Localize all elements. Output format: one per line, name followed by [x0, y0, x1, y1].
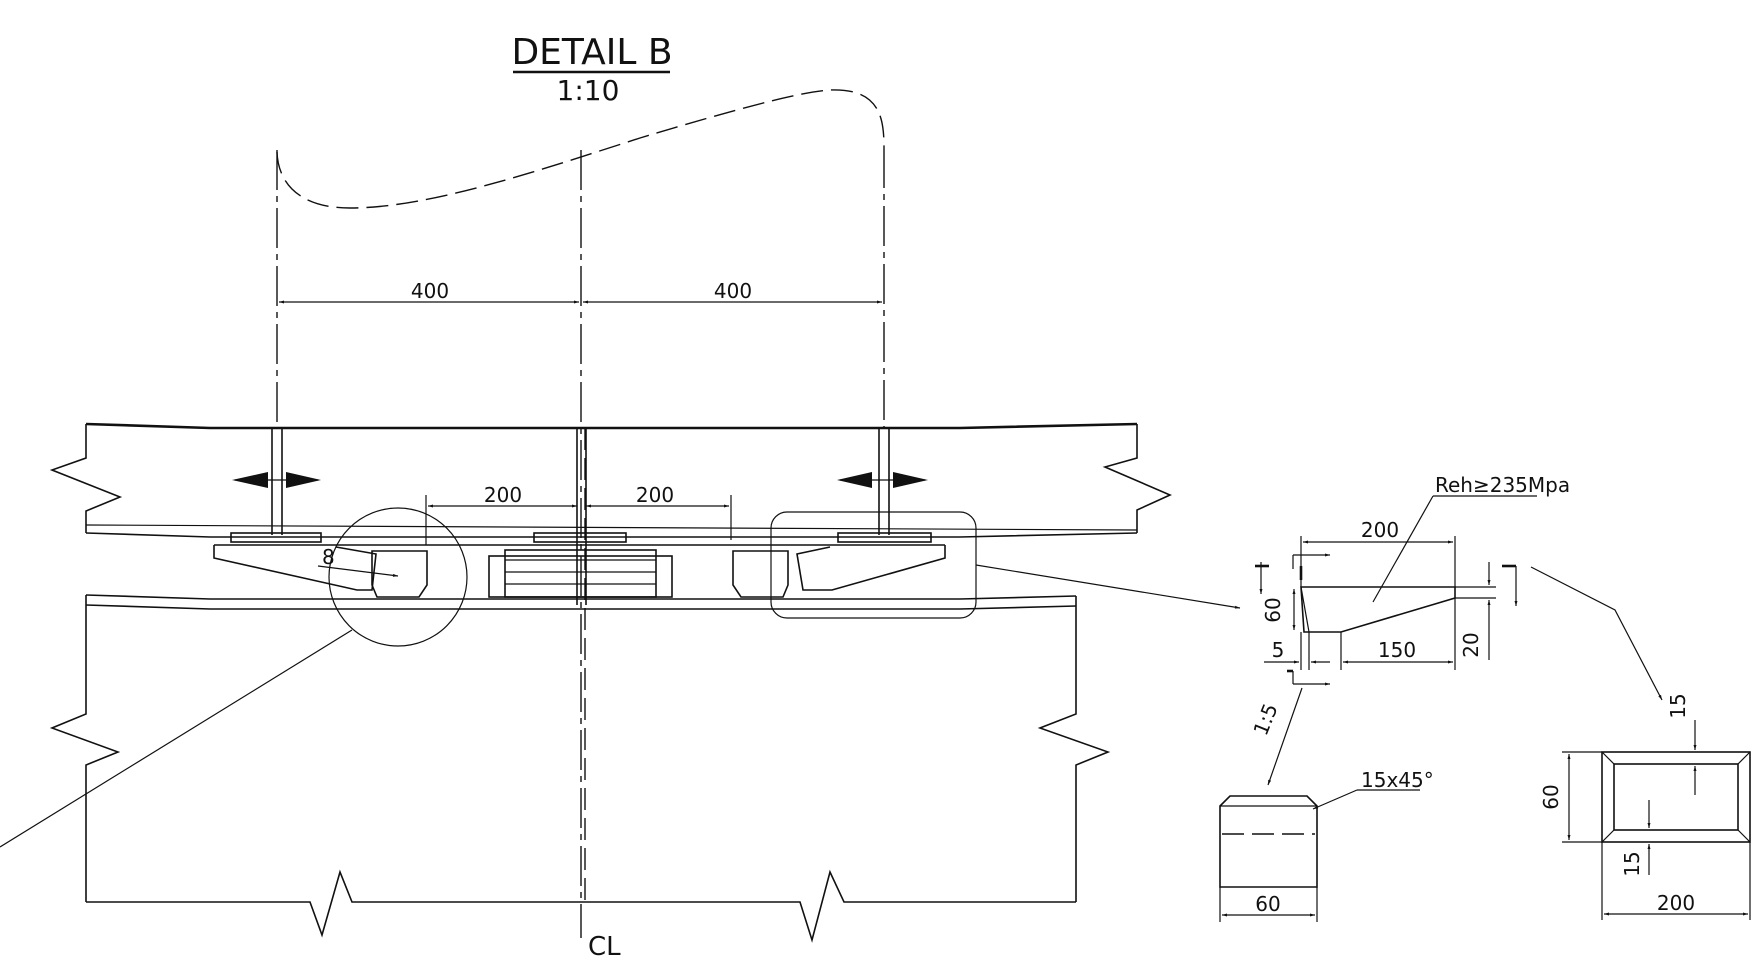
- end-view-outline: [1219, 795, 1318, 888]
- mid-plate: [533, 532, 627, 543]
- leader-to-end-view: [1267, 687, 1303, 786]
- plan-view-width: 200: [1657, 891, 1695, 915]
- lower-beam-top-edge: [85, 594, 1077, 600]
- end-view-width: 60: [1255, 892, 1280, 916]
- top-flange-left-break: [49, 424, 123, 533]
- lower-beam-top-edge-2: [85, 604, 1077, 610]
- end-view-chamfer-leader: [1312, 789, 1358, 810]
- section-marker-bottom: [1287, 669, 1330, 686]
- plan-view: 60 15 15 200: [1539, 693, 1751, 920]
- wedge-outline: [1300, 586, 1456, 633]
- dim-gap-leader: [317, 565, 399, 577]
- plan-corner-tr: [1737, 751, 1751, 765]
- dim-gap-8: 8: [322, 545, 335, 569]
- right-movement-arrow: [837, 472, 928, 488]
- end-view-slope: 1:5: [1248, 700, 1282, 739]
- plan-view-height: 60: [1539, 784, 1563, 809]
- detail-title: DETAIL B 1:10: [511, 32, 672, 107]
- main-view: 400 400 200 200: [0, 89, 1241, 962]
- right-keeper-block: [732, 550, 789, 598]
- plan-view-border-bottom: 15: [1620, 851, 1644, 876]
- top-flange-upper-edge: [85, 422, 1138, 430]
- dim-inner-left-200: 200: [484, 483, 522, 507]
- lower-beam-bottom-break: [86, 869, 1076, 943]
- plan-corner-bl: [1601, 829, 1615, 843]
- end-view-chamfer: 15x45°: [1361, 768, 1434, 792]
- plan-view-outer: [1601, 751, 1751, 843]
- lower-beam-left-break: [49, 595, 121, 902]
- material-note-leader: [1372, 495, 1434, 603]
- lower-beam-right-break: [1037, 596, 1111, 902]
- detail-circle-leader: [0, 629, 353, 848]
- dim-wedge-5: 5: [1272, 638, 1285, 662]
- end-view: 1:5 15x45° 60: [1219, 700, 1434, 922]
- top-flange-right-break: [1102, 424, 1172, 533]
- detail-rect-leader: [975, 564, 1241, 609]
- dim-wedge-60: 60: [1261, 597, 1285, 622]
- left-wedge: [213, 545, 377, 591]
- centerline-label: CL: [588, 932, 621, 962]
- material-note: Reh≥235Mpa: [1435, 473, 1570, 497]
- detail-circle: [328, 507, 468, 647]
- dim-inner-right-200: 200: [636, 483, 674, 507]
- plan-corner-br: [1737, 829, 1751, 843]
- right-wedge: [796, 545, 946, 591]
- wedge-detail: Reh≥235Mpa 200 60: [1255, 473, 1663, 786]
- left-movement-arrow: [232, 472, 321, 488]
- title-scale: 1:10: [557, 74, 620, 107]
- top-flange-lower-edge-2: [85, 524, 1138, 531]
- section-marker-top: [1255, 553, 1330, 594]
- right-plate: [837, 532, 932, 543]
- dim-wedge-150: 150: [1378, 638, 1416, 662]
- dim-wedge-200: 200: [1361, 518, 1399, 542]
- left-plate: [230, 532, 322, 543]
- plan-corner-tl: [1601, 751, 1615, 765]
- top-break-curve: [276, 89, 885, 209]
- wedge-tip-line: [1300, 586, 1310, 633]
- bearing-body: [504, 549, 657, 598]
- top-flange-lower-edge: [85, 532, 1138, 538]
- section-marker-right: [1502, 564, 1518, 606]
- dim-right-400: 400: [714, 279, 752, 303]
- dim-left-400: 400: [411, 279, 449, 303]
- plan-view-inner: [1613, 763, 1739, 831]
- title-text: DETAIL B: [511, 32, 672, 73]
- left-keeper-block: [371, 550, 428, 598]
- dim-wedge-20: 20: [1459, 632, 1483, 657]
- plan-view-border-top: 15: [1666, 693, 1690, 718]
- leader-to-plan-view: [1530, 566, 1663, 701]
